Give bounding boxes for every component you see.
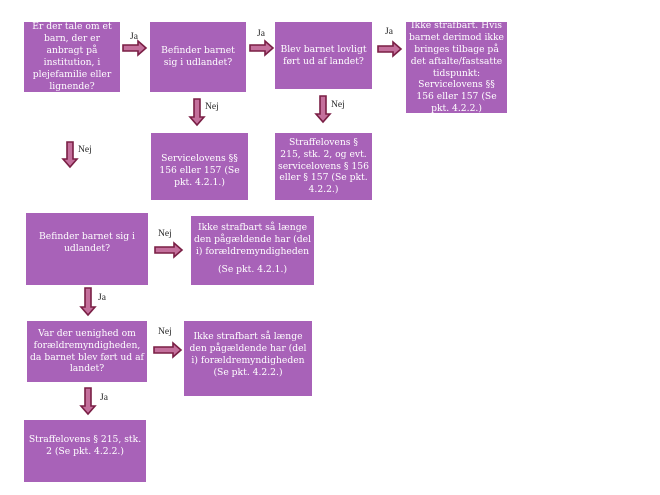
result-not-punishable-custody-1: Ikke strafbart så længe den pågældende h… [191,216,314,285]
result-straffelov-servicelov: Straffelovens § 215, stk. 2, og evt. ser… [275,133,372,200]
label-yes: Ja [130,32,138,42]
question-abroad: Befinder barnet sig i udlandet? [150,22,246,92]
arrow-down-icon [314,95,332,124]
label-no: Nej [158,327,172,337]
arrow-down-icon [79,287,97,317]
arrow-right-icon [122,39,148,57]
result-reference: (Se pkt. 4.2.1.) [217,263,288,275]
label-no: Nej [331,100,345,110]
question-custody-dispute: Var der uenighed om forældremyndigheden,… [27,321,147,382]
question-institution: Er der tale om et barn, der er anbragt p… [24,21,120,92]
result-not-punishable-return: Ikke strafbart. Hvis barnet derimod ikke… [406,20,507,114]
arrow-right-icon [249,39,275,57]
arrow-down-icon [61,141,79,169]
result-text: Ikke strafbart så længe den pågældende h… [194,222,311,257]
label-yes: Ja [98,293,106,303]
result-not-punishable-custody-2: Ikke strafbart så længe den pågældende h… [184,321,312,396]
label-no: Nej [158,229,172,239]
result-straffelov: Straffelovens § 215, stk. 2 (Se pkt. 4.2… [24,420,146,482]
label-no: Nej [78,145,92,155]
arrow-right-icon [153,341,183,359]
result-servicelov: Servicelovens §§ 156 eller 157 (Se pkt. … [151,133,248,200]
arrow-down-icon [188,98,206,127]
label-yes: Ja [100,393,108,403]
label-yes: Ja [257,29,265,39]
arrow-right-icon [154,241,184,259]
arrow-right-icon [377,40,403,58]
arrow-down-icon [79,387,97,416]
label-yes: Ja [385,27,393,37]
question-abroad-2: Befinder barnet sig i udlandet? [26,213,148,285]
question-lawfully-removed: Blev barnet lovligt ført ud af landet? [275,22,372,89]
label-no: Nej [205,102,219,112]
